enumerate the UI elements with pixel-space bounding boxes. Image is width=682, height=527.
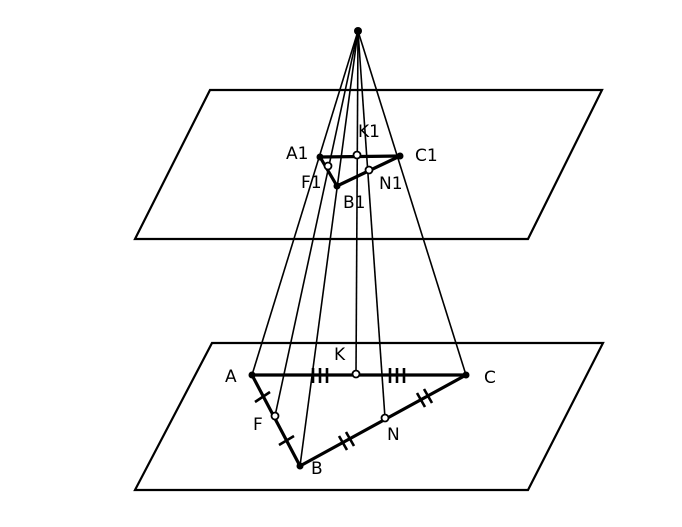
point-K1 xyxy=(352,150,362,160)
ray-to-N xyxy=(357,30,386,419)
point-B1 xyxy=(333,182,341,190)
lower-triangle xyxy=(250,373,468,468)
projection-rays xyxy=(251,30,467,467)
tick-AF xyxy=(254,390,271,404)
tick-FB xyxy=(278,434,295,447)
point-F1 xyxy=(323,161,333,171)
label-K: K xyxy=(334,345,346,365)
label-N1: N1 xyxy=(379,174,403,194)
point-F xyxy=(270,411,280,421)
label-N: N xyxy=(387,425,400,445)
ray-to-B xyxy=(299,30,359,467)
point-C xyxy=(462,371,470,379)
label-F1: F1 xyxy=(301,173,322,193)
label-A1: A1 xyxy=(286,144,308,164)
label-C1: C1 xyxy=(415,146,438,166)
tick-BN-2 xyxy=(344,431,356,447)
point-N1 xyxy=(364,165,374,175)
tick-BN-1 xyxy=(337,435,349,451)
tick-marks xyxy=(254,368,434,451)
ray-to-K xyxy=(355,30,359,375)
point-C1 xyxy=(396,152,404,160)
ray-to-F xyxy=(274,30,359,417)
tick-NC-2 xyxy=(422,388,434,404)
label-C: C xyxy=(484,368,496,388)
upper-plane xyxy=(133,88,604,241)
tick-NC-1 xyxy=(415,392,427,408)
ray-to-A xyxy=(251,30,359,376)
point-K xyxy=(351,369,361,379)
points xyxy=(248,27,470,470)
label-A: A xyxy=(225,367,237,387)
point-B xyxy=(296,462,304,470)
label-B1: B1 xyxy=(343,193,365,213)
lower-plane xyxy=(133,341,605,492)
point-labels: A1 K1 C1 F1 N1 B1 K A C F N B xyxy=(225,122,496,479)
segment-A-B xyxy=(250,373,302,468)
label-K1: K1 xyxy=(358,122,380,142)
apex-point xyxy=(354,27,362,35)
point-A1 xyxy=(316,153,324,161)
label-F: F xyxy=(253,415,263,435)
label-B: B xyxy=(311,459,323,479)
point-A xyxy=(248,371,256,379)
point-N xyxy=(380,413,390,423)
segment-A1-B1 xyxy=(318,155,339,188)
ray-to-C xyxy=(357,30,467,376)
